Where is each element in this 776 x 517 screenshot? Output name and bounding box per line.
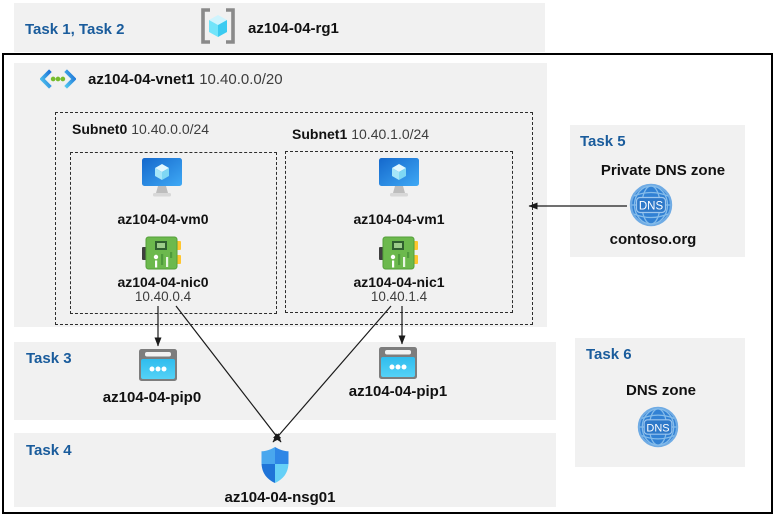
vm0-label: az104-04-vm0 — [117, 211, 209, 227]
nic0-ip: 10.40.0.4 — [134, 289, 192, 304]
task1-2-label: Task 1, Task 2 — [25, 21, 125, 38]
subnet0-cidr: 10.40.0.0/24 — [131, 121, 210, 137]
nic1-ip: 10.40.1.4 — [370, 289, 428, 304]
dns-zone-icon-text: DNS — [646, 422, 669, 434]
dns-zone-icon: DNS — [637, 406, 679, 448]
subnet1-name: Subnet1 — [292, 126, 348, 142]
task4-label: Task 4 — [26, 442, 72, 459]
vnet-area — [14, 63, 547, 327]
vnet-name: az104-04-vnet1 — [88, 71, 195, 88]
vnet-cidr: 10.40.0.0/20 — [199, 71, 283, 88]
vm1-icon — [377, 158, 421, 200]
pip1-icon — [379, 347, 417, 379]
diagram-frame — [2, 53, 773, 514]
nic1-label: az104-04-nic1 — [353, 274, 445, 290]
pip0-icon — [139, 349, 177, 381]
dns-zone-title: DNS zone — [625, 382, 697, 399]
task3-label: Task 3 — [26, 350, 72, 367]
vm1-label: az104-04-vm1 — [353, 211, 445, 227]
pip1-label: az104-04-pip1 — [348, 383, 448, 400]
nic0-label: az104-04-nic0 — [117, 274, 209, 290]
nic1-icon — [379, 236, 419, 270]
task6-label: Task 6 — [586, 346, 632, 363]
nsg-shield-icon — [260, 446, 290, 484]
private-dns-zone-name: contoso.org — [609, 231, 697, 248]
vnet-label: az104-04-vnet1 10.40.0.0/20 — [88, 71, 283, 89]
resource-group-icon — [198, 7, 238, 45]
private-dns-icon: DNS — [629, 183, 673, 227]
subnet1-cidr: 10.40.1.0/24 — [351, 126, 430, 142]
private-dns-icon-text: DNS — [639, 201, 664, 213]
task1-2-band: Task 1, Task 2 — [14, 3, 545, 52]
nic0-icon — [142, 236, 182, 270]
vnet-icon — [40, 64, 76, 94]
subnet0-box — [70, 152, 277, 314]
subnet1-box — [285, 151, 513, 313]
task3-band: Task 3 — [14, 342, 556, 420]
nsg-label: az104-04-nsg01 — [224, 489, 336, 506]
pip0-label: az104-04-pip0 — [102, 389, 202, 406]
vm0-icon — [140, 158, 184, 200]
private-dns-zone-title: Private DNS zone — [600, 162, 726, 179]
task5-label: Task 5 — [580, 133, 626, 150]
resource-group-name: az104-04-rg1 — [248, 20, 339, 37]
subnet0-name: Subnet0 — [72, 121, 128, 137]
